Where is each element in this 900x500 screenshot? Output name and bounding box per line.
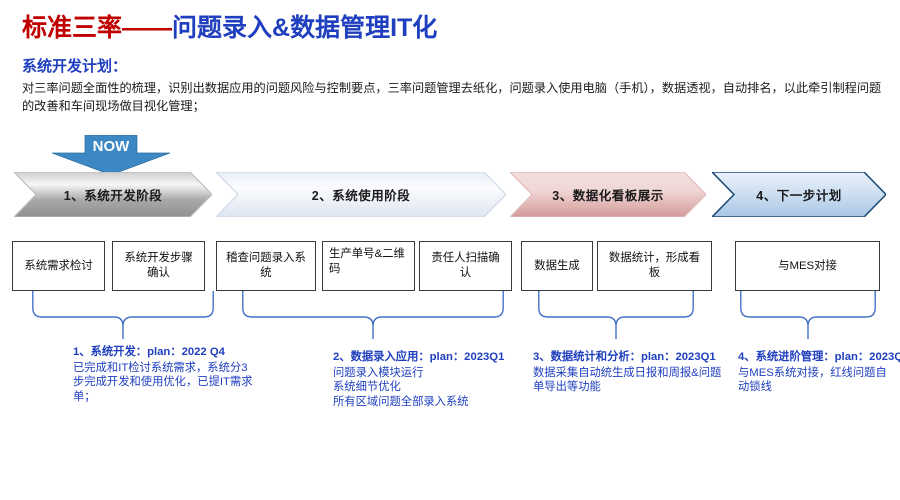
phase-chevron-4[interactable]: 4、下一步计划 bbox=[712, 172, 886, 217]
brace-connector-2 bbox=[242, 290, 504, 340]
brace-connector-3 bbox=[538, 290, 694, 340]
plan-annotation-body: 问题录入模块运行 系统细节优化 所有区域问题全部录入系统 bbox=[333, 366, 469, 408]
deliverable-card[interactable]: 责任人扫描确认 bbox=[419, 241, 512, 291]
phase-chevron-1[interactable]: 1、系统开发阶段 bbox=[14, 172, 212, 217]
plan-annotation-body: 与MES系统对接，红线问题自动锁线 bbox=[738, 366, 887, 394]
deliverable-card[interactable]: 生产单号&二维码 bbox=[322, 241, 415, 291]
plan-annotation-1: 1、系统开发：plan：2022 Q4 已完成和IT检讨系统需求，系统分3步完成开… bbox=[73, 345, 253, 404]
plan-annotation-title: 2、数据录入应用：plan：2023Q1 bbox=[333, 351, 505, 363]
page-title-primary: 标准三率—— bbox=[22, 14, 173, 42]
brace-connector-1 bbox=[32, 290, 214, 340]
deliverable-card-label: 责任人扫描确认 bbox=[431, 252, 500, 279]
deliverable-card[interactable]: 与MES对接 bbox=[735, 241, 880, 291]
phase-chevron-label-3: 3、数据化看板展示 bbox=[552, 189, 664, 203]
now-marker: NOW bbox=[51, 134, 171, 176]
chevron-shape-3 bbox=[510, 172, 706, 217]
brace-shape bbox=[242, 290, 504, 340]
brace-shape bbox=[32, 290, 214, 340]
phase-chevron-label-2: 2、系统使用阶段 bbox=[311, 189, 411, 203]
phase-chevron-2[interactable]: 2、系统使用阶段 bbox=[216, 172, 506, 217]
section-heading: 系统开发计划： bbox=[22, 58, 128, 75]
deliverable-card-label: 系统需求检讨 bbox=[24, 259, 93, 272]
deliverable-card[interactable]: 系统开发步骤确认 bbox=[112, 241, 205, 291]
brace-shape bbox=[740, 290, 876, 340]
plan-annotation-body: 已完成和IT检讨系统需求，系统分3步完成开发和使用优化，已提IT需求单； bbox=[73, 361, 253, 403]
brace-shape bbox=[538, 290, 694, 340]
phase-chevron-3[interactable]: 3、数据化看板展示 bbox=[510, 172, 706, 217]
page-title: 标准三率——问题录入&数据管理IT化 bbox=[22, 8, 437, 44]
phase-chevron-label-1: 1、系统开发阶段 bbox=[63, 189, 163, 203]
page-title-secondary: 问题录入&数据管理IT化 bbox=[172, 14, 438, 42]
deliverable-card-label: 数据统计，形成看板 bbox=[608, 252, 701, 279]
chevron-shape-2 bbox=[216, 172, 506, 217]
brace-connector-4 bbox=[740, 290, 876, 340]
deliverable-card[interactable]: 稽查问题录入系统 bbox=[216, 241, 316, 291]
intro-paragraph: 对三率问题全面性的梳理，识别出数据应用的问题风险与控制要点，三率问题管理去纸化，… bbox=[22, 81, 882, 113]
plan-annotation-body: 数据采集自动统生成日报和周报&问题单导出等功能 bbox=[533, 366, 722, 394]
deliverable-card[interactable]: 系统需求检讨 bbox=[12, 241, 105, 291]
deliverable-card-label: 系统开发步骤确认 bbox=[124, 252, 193, 279]
plan-annotation-title: 1、系统开发：plan：2022 Q4 bbox=[73, 346, 225, 358]
plan-annotation-2: 2、数据录入应用：plan：2023Q1 问题录入模块运行 系统细节优化 所有区域… bbox=[333, 350, 528, 409]
plan-annotation-4: 4、系统进阶管理：plan：2023Q1 与MES系统对接，红线问题自动锁线 bbox=[738, 350, 900, 395]
plan-annotation-3: 3、数据统计和分析：plan：2023Q1 数据采集自动统生成日报和周报&问题单导… bbox=[533, 350, 723, 395]
deliverable-card-label: 数据生成 bbox=[534, 259, 580, 272]
deliverable-card-label: 生产单号&二维码 bbox=[329, 248, 405, 275]
deliverable-card[interactable]: 数据统计，形成看板 bbox=[597, 241, 712, 291]
down-arrow-icon bbox=[51, 134, 171, 176]
chevron-shape-1 bbox=[14, 172, 212, 217]
deliverable-card-label: 与MES对接 bbox=[778, 259, 837, 272]
phase-chevron-label-4: 4、下一步计划 bbox=[756, 189, 842, 203]
deliverable-card-label: 稽查问题录入系统 bbox=[226, 252, 306, 279]
plan-annotation-title: 3、数据统计和分析：plan：2023Q1 bbox=[533, 351, 716, 363]
deliverable-card[interactable]: 数据生成 bbox=[521, 241, 593, 291]
chevron-shape-4 bbox=[712, 172, 886, 217]
plan-annotation-title: 4、系统进阶管理：plan：2023Q1 bbox=[738, 351, 900, 363]
